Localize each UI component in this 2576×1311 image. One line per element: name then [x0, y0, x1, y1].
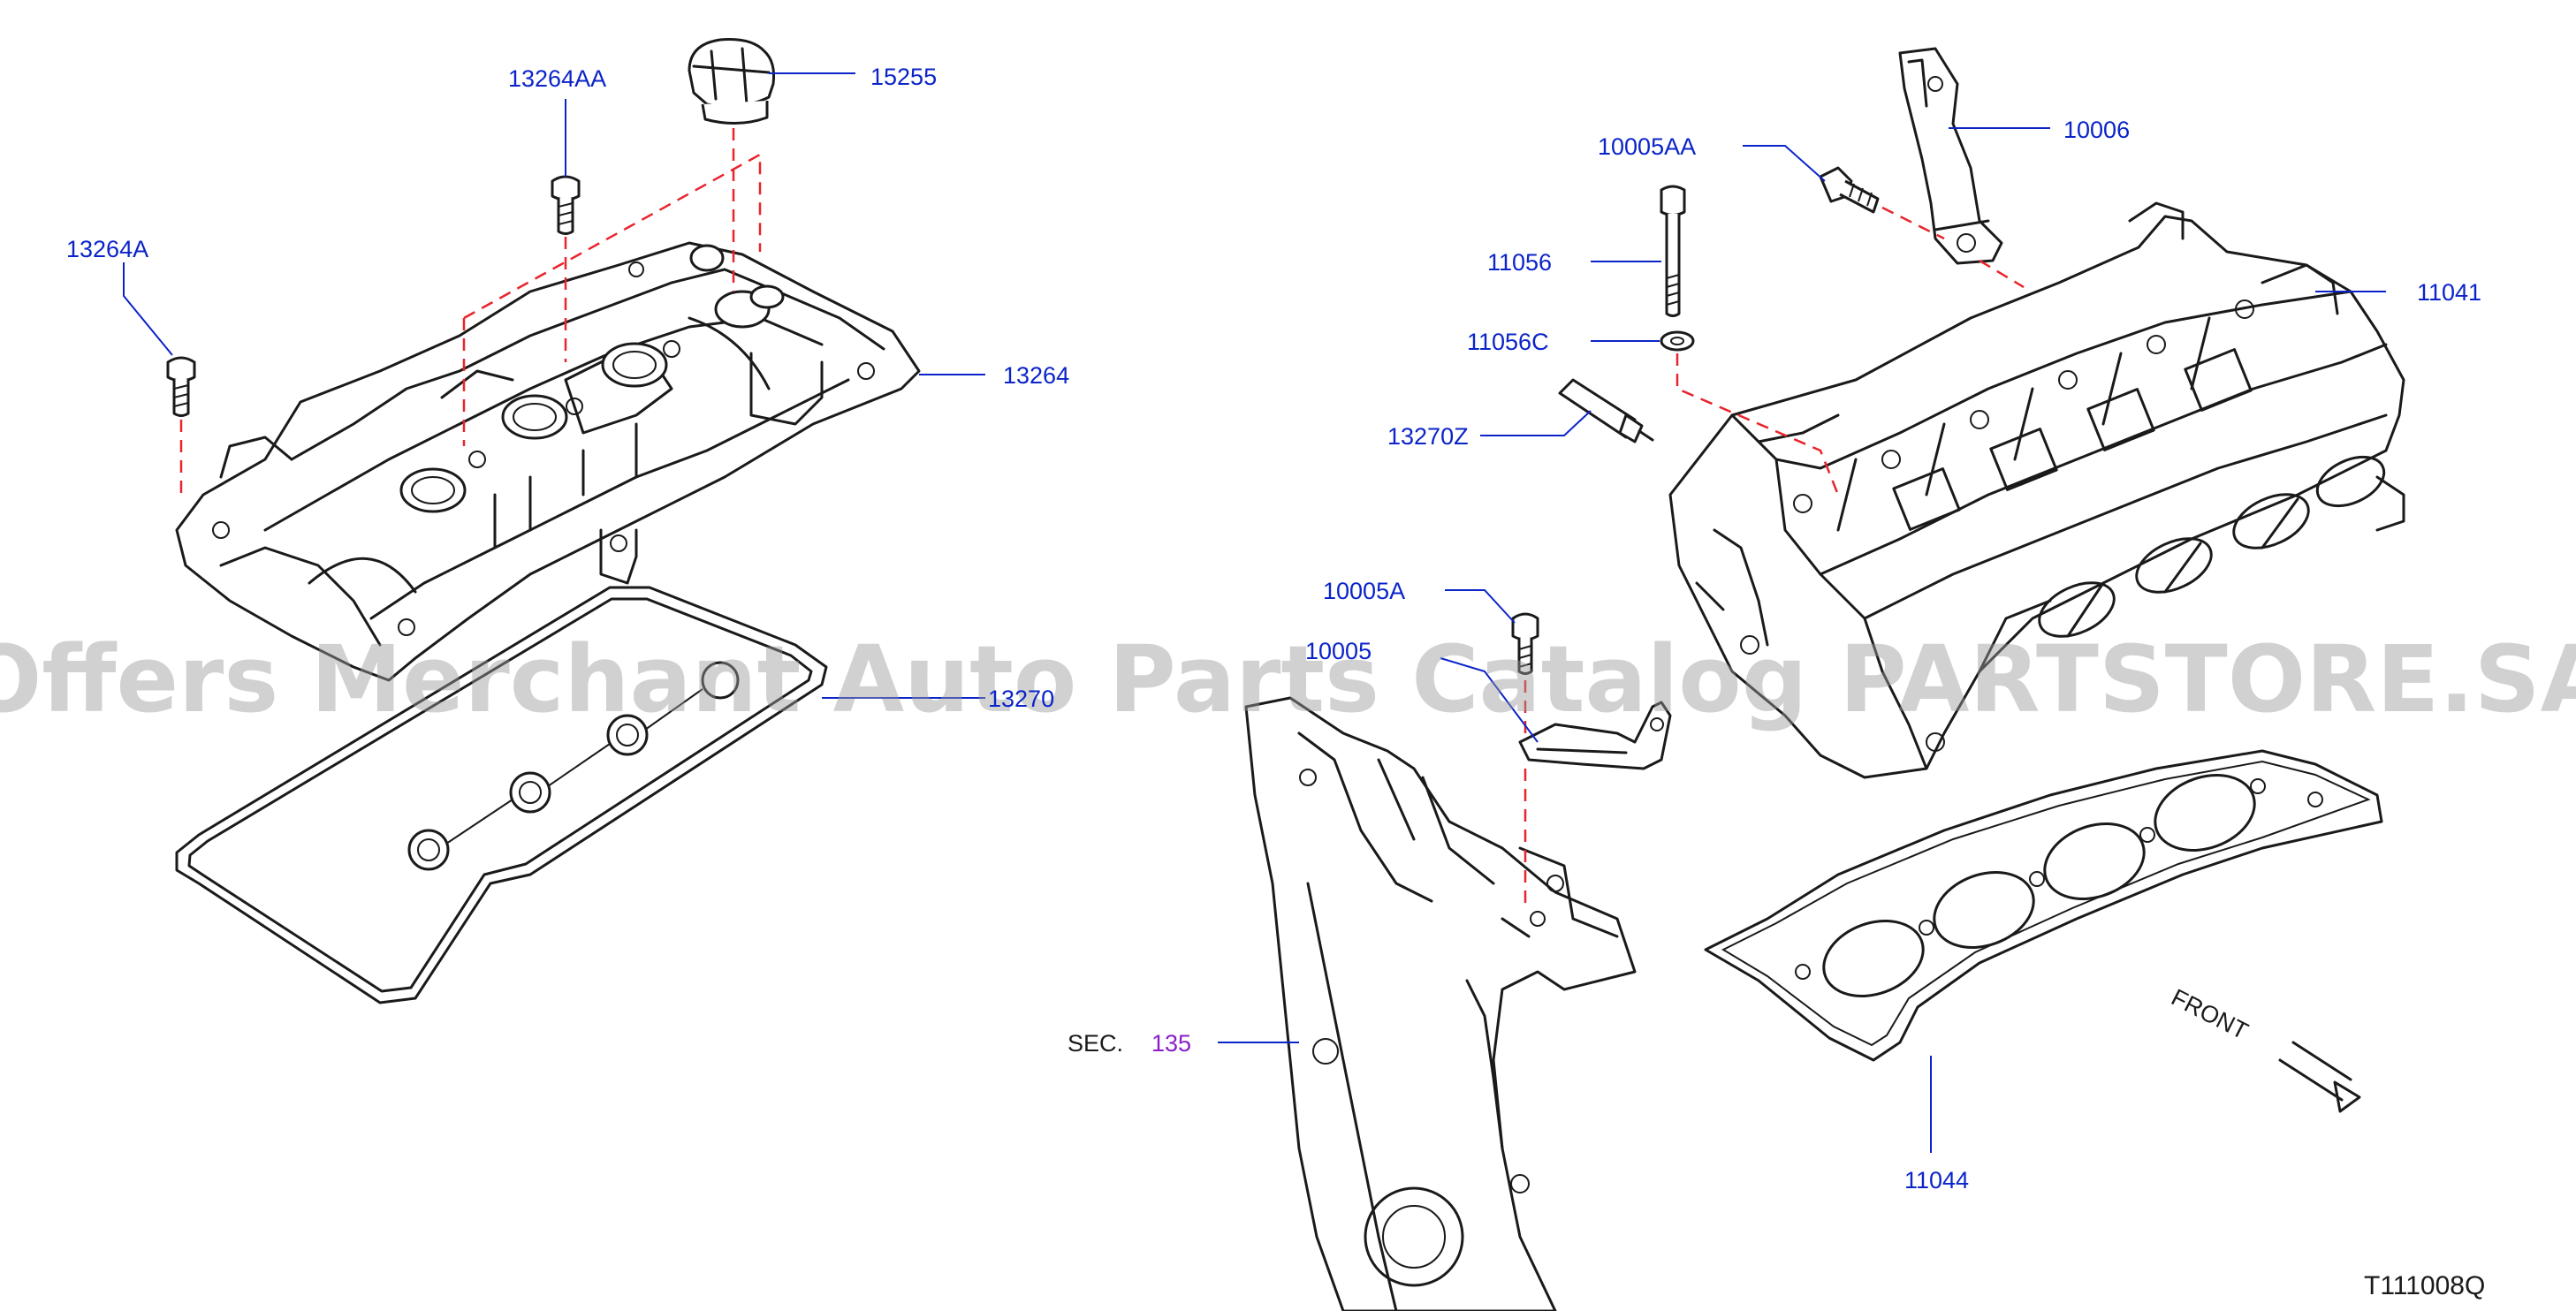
bracket-bolt-10005A-drawing — [1511, 612, 1539, 675]
head-bolt-drawing — [1660, 185, 1686, 317]
leader-10005A — [1445, 589, 1516, 624]
head-gasket-drawing — [1704, 749, 2383, 1062]
callout-11041[interactable]: 11041 — [2417, 279, 2481, 306]
leader-10005 — [1440, 657, 1539, 743]
valve-cover-drawing — [175, 241, 921, 682]
leader-10005AA — [1743, 145, 1826, 182]
head-bolt-alignment-line — [1676, 353, 1840, 496]
cylinder-head-drawing — [1668, 201, 2405, 779]
section-number-link[interactable]: 135 — [1151, 1030, 1191, 1057]
hook-bolt-10005AA-drawing — [1819, 166, 1880, 214]
callout-15255[interactable]: 15255 — [870, 64, 937, 90]
callout-13264[interactable]: 13264 — [1003, 362, 1069, 389]
timing-case-drawing — [1244, 696, 1637, 1311]
leader-13264A — [123, 262, 173, 356]
callout-10006[interactable]: 10006 — [2063, 117, 2130, 143]
callout-11044[interactable]: 11044 — [1904, 1167, 1969, 1194]
hook-alignment-line — [1979, 259, 2025, 289]
leader-13270Z — [1480, 410, 1592, 436]
callout-13264AA[interactable]: 13264AA — [508, 65, 606, 92]
callout-13264A[interactable]: 13264A — [66, 236, 148, 262]
callout-10005AA[interactable]: 10005AA — [1598, 133, 1696, 160]
head-bolt-washer-drawing — [1660, 330, 1695, 352]
callout-10005A[interactable]: 10005A — [1323, 578, 1405, 604]
callout-11056[interactable]: 11056 — [1487, 249, 1552, 276]
hidden-alignment-lines — [179, 128, 2025, 910]
callout-11056C[interactable]: 11056C — [1467, 329, 1549, 355]
diagram-code: T111008Q — [2364, 1271, 2485, 1300]
watermark-text: Offers Merchant Auto Parts Catalog PARTS… — [0, 625, 2576, 733]
callout-labels: 13264AA 15255 13264A 13264 13270 10005AA… — [66, 64, 2485, 1300]
sealant-tube-drawing — [1558, 378, 1654, 443]
valve-cover-gasket-drawing — [175, 586, 828, 1004]
front-arrow-icon — [2278, 1041, 2361, 1113]
callout-10005[interactable]: 10005 — [1305, 638, 1372, 664]
cover-bolt-pattern-line — [462, 152, 762, 446]
cover-bolt-13264A-drawing — [166, 356, 196, 417]
bracket-10005-drawing — [1518, 701, 1672, 770]
section-prefix-label: SEC. — [1068, 1030, 1123, 1057]
leader-lines — [123, 72, 2386, 1153]
front-label: FRONT — [2167, 984, 2252, 1045]
cover-bolt-13264AA-drawing — [551, 175, 581, 235]
callout-13270Z[interactable]: 13270Z — [1387, 423, 1469, 450]
engine-hook-drawing — [1898, 47, 2003, 265]
callout-13270[interactable]: 13270 — [988, 686, 1054, 712]
hook-bolt-alignment-line — [1881, 206, 1945, 240]
oil-filler-cap-drawing — [688, 38, 775, 125]
